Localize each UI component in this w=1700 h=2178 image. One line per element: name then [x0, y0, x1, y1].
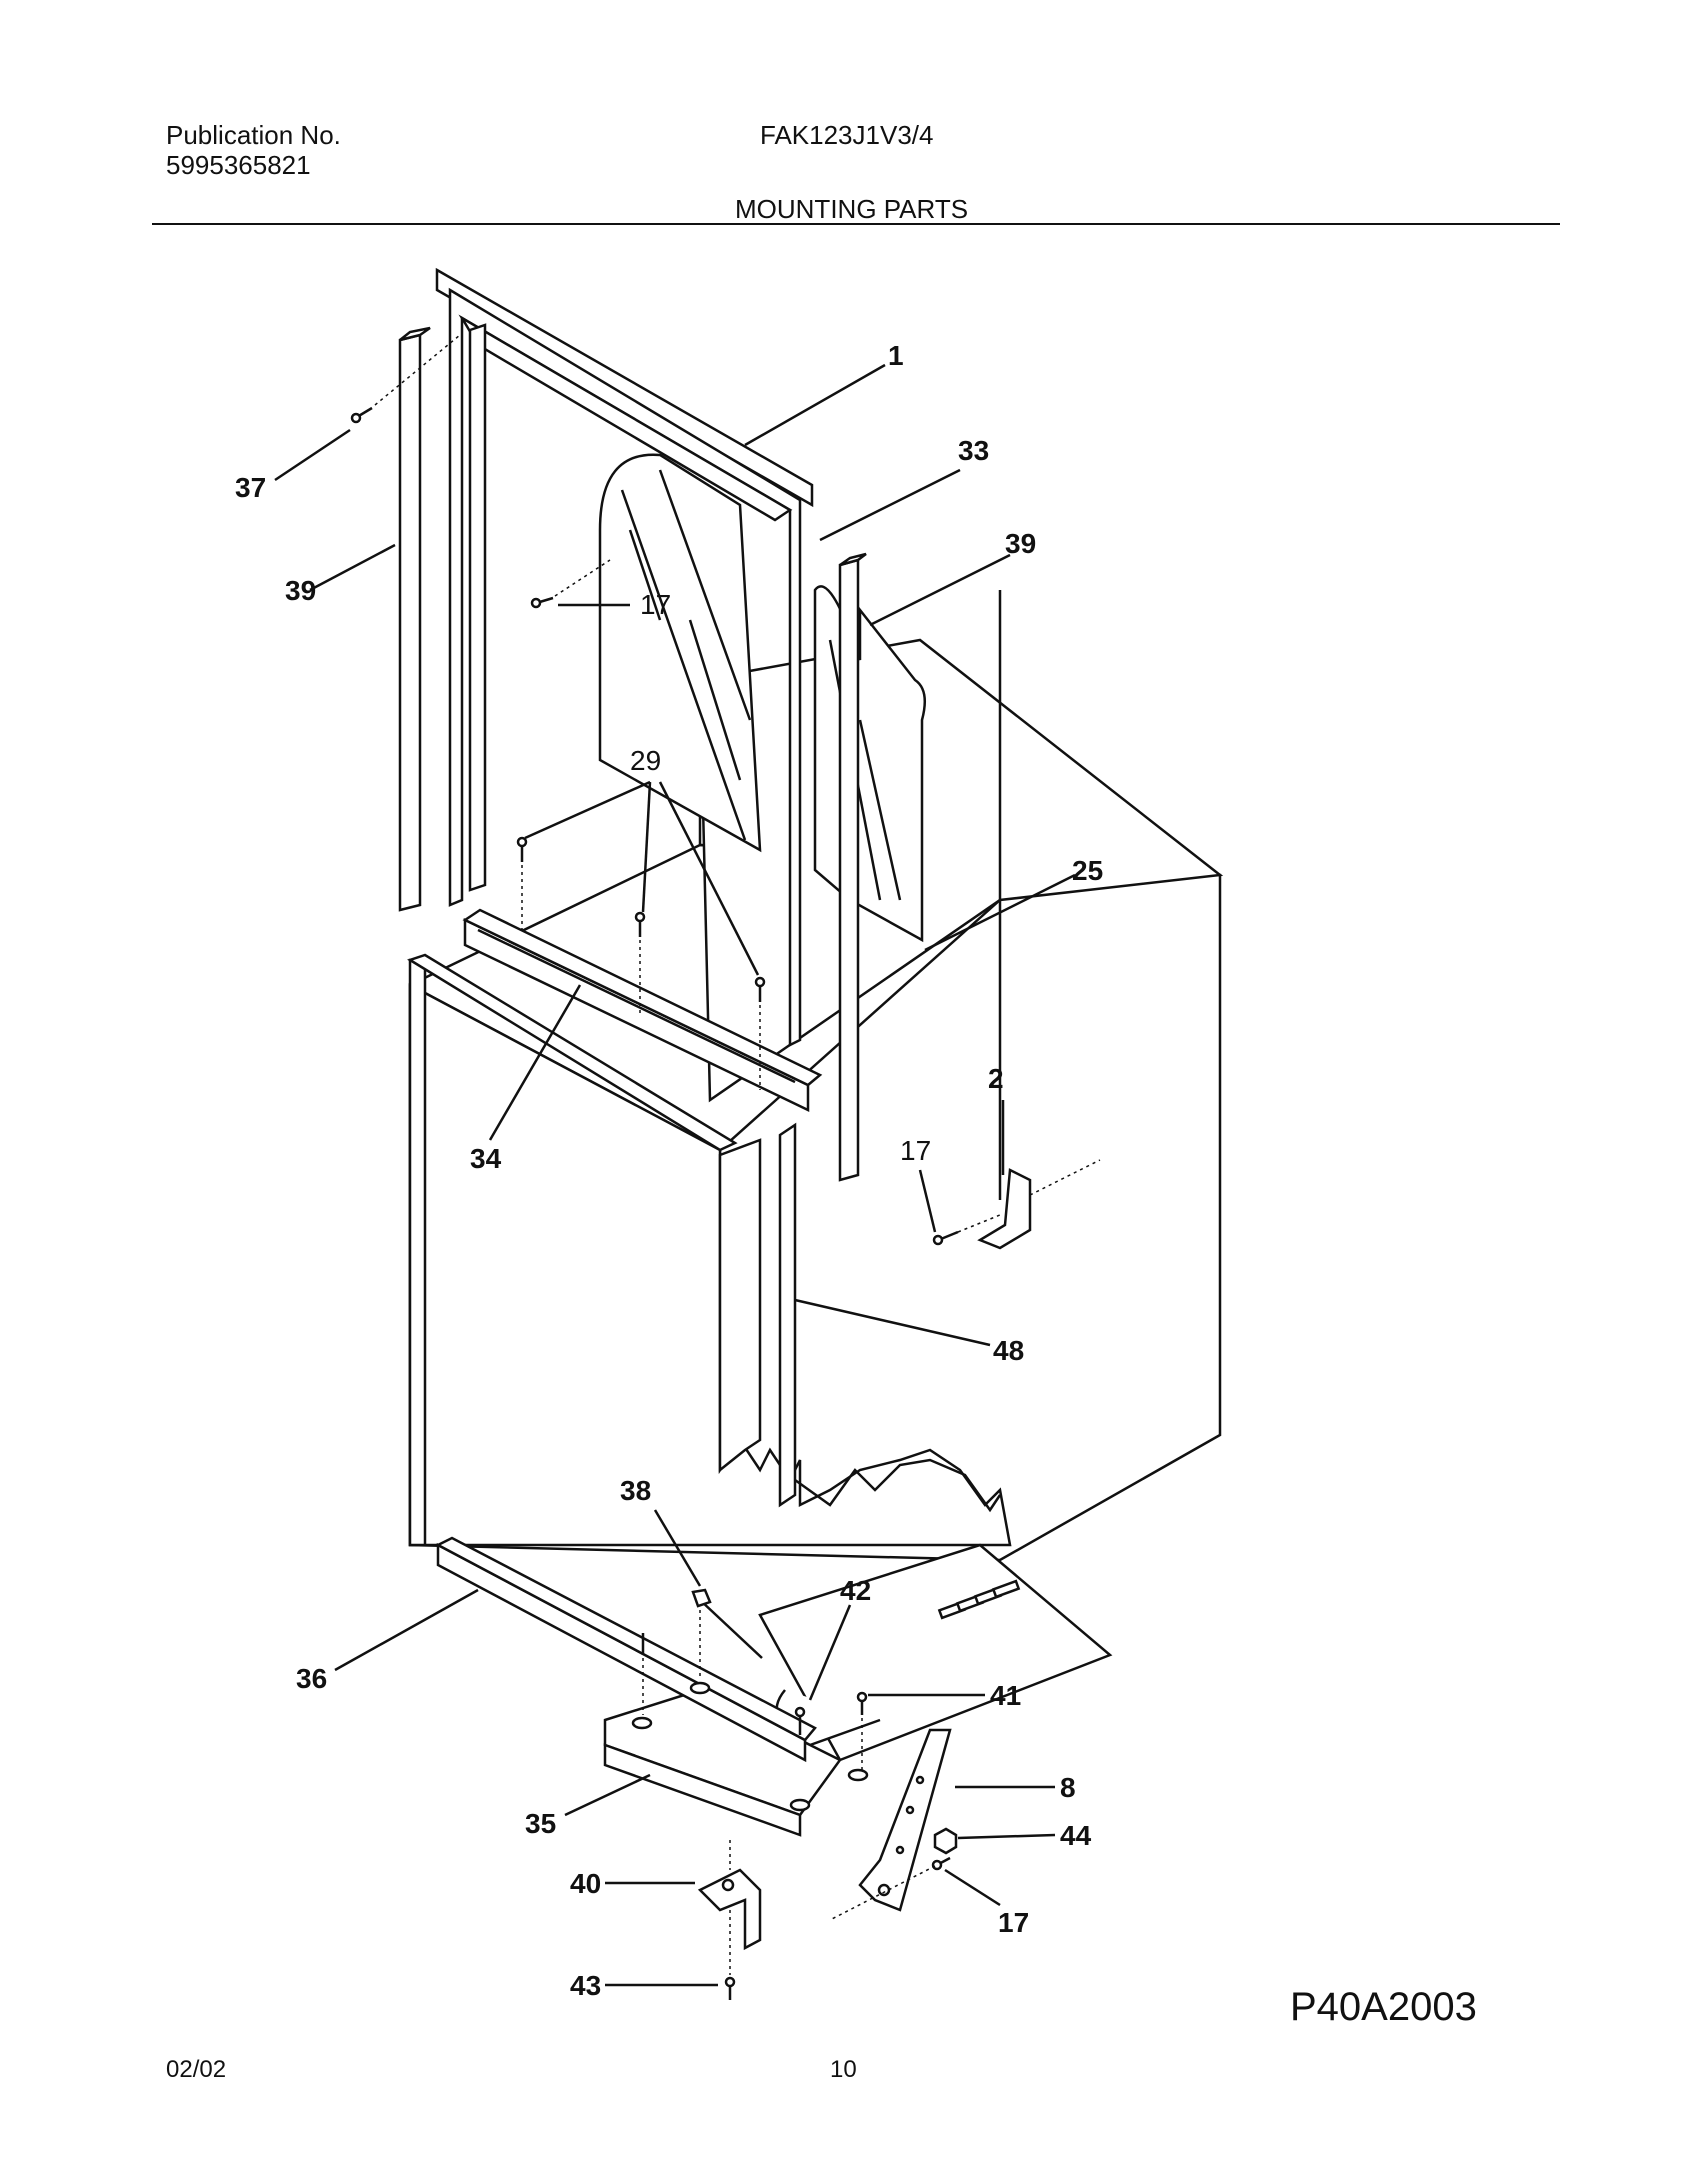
screw-42	[641, 1633, 806, 1735]
callout-44: 44	[1060, 1820, 1092, 1851]
top-rail	[462, 908, 823, 1112]
screw-38	[691, 1588, 763, 1680]
callout-41: 41	[990, 1680, 1021, 1711]
callout-37: 37	[235, 472, 266, 503]
callout-48: 48	[993, 1335, 1024, 1366]
bracket-40	[697, 1840, 762, 2000]
screws-29	[516, 836, 766, 1090]
publication-number: 5995365821	[166, 150, 311, 180]
support-arm	[829, 1728, 958, 1921]
leader-lines	[274, 363, 1076, 1987]
callout-17-top: 17	[640, 589, 671, 620]
callout-35: 35	[525, 1808, 556, 1839]
screw-17-top	[530, 559, 611, 609]
callout-33: 33	[958, 435, 989, 466]
window-frame	[435, 267, 814, 1048]
header-rule	[152, 223, 1560, 225]
callout-17-arm: 17	[998, 1907, 1029, 1938]
callout-39-left: 39	[285, 575, 316, 606]
callout-40: 40	[570, 1868, 601, 1899]
callout-8: 8	[1060, 1772, 1076, 1803]
foam-seals	[398, 326, 867, 1182]
callout-43: 43	[570, 1970, 601, 2001]
callout-38: 38	[620, 1475, 651, 1506]
callout-1: 1	[888, 340, 904, 371]
publication-label: Publication No.	[166, 120, 341, 150]
callout-17-bracket: 17	[900, 1135, 931, 1166]
callout-34: 34	[470, 1143, 502, 1174]
callout-29: 29	[630, 745, 661, 776]
callout-39-right: 39	[1005, 528, 1036, 559]
bottom-tray	[435, 1536, 1113, 1837]
callout-42: 42	[840, 1575, 871, 1606]
footer-page-number: 10	[830, 2056, 857, 2083]
screw-37	[350, 334, 461, 424]
callout-labels: 1 33 39 37 39 17 29 25 34 2 17 48 38 42 …	[235, 340, 1103, 2001]
section-title: MOUNTING PARTS	[735, 194, 969, 224]
side-curtain	[598, 453, 762, 853]
callout-25: 25	[1072, 855, 1103, 886]
callout-2: 2	[988, 1063, 1004, 1094]
figure-code: P40A2003	[1290, 1985, 1477, 2029]
bracket-2	[932, 1159, 1101, 1250]
model-number: FAK123J1V3/4	[760, 120, 934, 150]
footer-date: 02/02	[166, 2056, 227, 2083]
screw-41	[856, 1691, 868, 1770]
callout-36: 36	[296, 1663, 327, 1694]
